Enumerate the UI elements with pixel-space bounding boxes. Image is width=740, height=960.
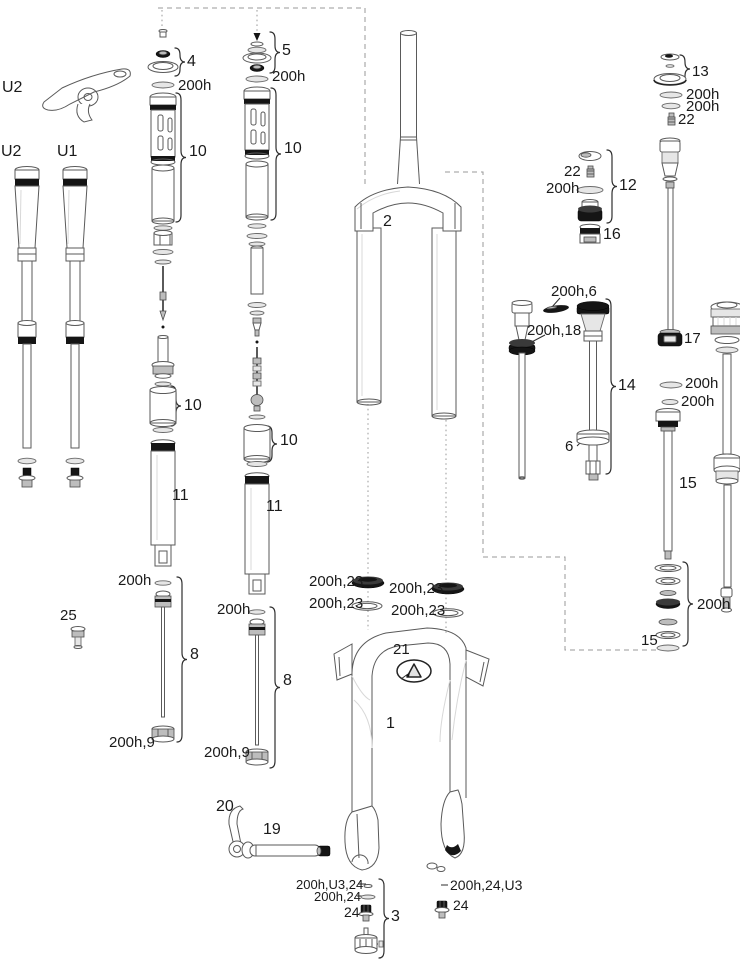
upper-assembly-u1 bbox=[62, 166, 88, 488]
label-200h18: 200h,18 bbox=[527, 322, 582, 339]
label-200h23-b2: 200h,23 bbox=[391, 602, 446, 619]
label-part10-b2: 10 bbox=[280, 432, 298, 449]
label-200h6: 200h,6 bbox=[551, 283, 597, 300]
label-200h23-b1: 200h,23 bbox=[389, 580, 444, 597]
label-part20: 20 bbox=[216, 798, 234, 815]
label-part15: 15 bbox=[679, 475, 697, 492]
leader-lines bbox=[357, 297, 587, 945]
label-part2: 2 bbox=[383, 213, 392, 230]
label-200h-r4: 200h bbox=[681, 393, 715, 410]
label-200h23-a2: 200h,23 bbox=[309, 595, 364, 612]
label-200h9-b: 200h,9 bbox=[204, 744, 250, 761]
label-u2-remote: U2 bbox=[2, 79, 23, 96]
label-part22-r: 22 bbox=[678, 111, 695, 128]
label-part3: 3 bbox=[391, 908, 400, 925]
label-part10-a2: 10 bbox=[184, 397, 202, 414]
label-200h-r1: 200h bbox=[686, 86, 720, 103]
label-part21: 21 bbox=[393, 641, 410, 658]
label-200h-r3: 200h bbox=[685, 375, 719, 392]
air-piston-assembly bbox=[508, 300, 569, 480]
air-shaft-assembly bbox=[576, 301, 610, 481]
compression-damper-column bbox=[147, 29, 179, 743]
label-part15b: 15 bbox=[641, 632, 658, 649]
label-200h24: 200h,24 bbox=[314, 889, 361, 904]
air-valve-25 bbox=[70, 626, 86, 649]
label-200h-a2: 200h bbox=[118, 572, 152, 589]
bottom-bolt-group-right bbox=[434, 900, 450, 919]
label-200hU324: 200h,U3,24 bbox=[296, 877, 364, 892]
label-part10-b: 10 bbox=[284, 140, 302, 157]
label-u1-upper: U1 bbox=[57, 143, 78, 160]
thru-axle-and-lever bbox=[228, 805, 331, 859]
remote-lockout-lever bbox=[42, 68, 131, 123]
label-u2-upper: U2 bbox=[1, 143, 22, 160]
label-part8-b: 8 bbox=[283, 672, 292, 689]
label-200h-b: 200h bbox=[272, 68, 306, 85]
label-part19: 19 bbox=[263, 821, 281, 838]
callout-dashed-lines bbox=[158, 7, 672, 651]
crown-steerer-unit bbox=[354, 30, 462, 420]
label-part11-a: 11 bbox=[172, 487, 189, 504]
top-cap-stack-12 bbox=[576, 151, 604, 244]
label-200h-b2: 200h bbox=[217, 601, 251, 618]
label-part12: 12 bbox=[619, 177, 637, 194]
assembly-direction-arrow bbox=[253, 33, 261, 41]
label-200h-r2: 200h bbox=[686, 98, 720, 115]
label-part22-m: 22 bbox=[564, 163, 581, 180]
label-part5: 5 bbox=[282, 42, 291, 59]
air-spring-assembly bbox=[710, 301, 740, 613]
rebound-damper-column bbox=[242, 41, 272, 766]
label-part10-a: 10 bbox=[189, 143, 207, 160]
label-part8-a: 8 bbox=[190, 646, 199, 663]
label-200h-a: 200h bbox=[178, 77, 212, 94]
label-200h-m: 200h bbox=[546, 180, 580, 197]
label-part13: 13 bbox=[692, 63, 709, 80]
label-part14: 14 bbox=[618, 377, 636, 394]
label-part25: 25 bbox=[60, 607, 77, 624]
label-part24-l: 24 bbox=[344, 904, 360, 920]
label-200h9-a: 200h,9 bbox=[109, 734, 155, 751]
charger-damper-assembly bbox=[653, 53, 687, 652]
upper-assembly-u2 bbox=[14, 166, 40, 488]
dust-seals-200h23 bbox=[351, 576, 465, 618]
label-200h-stack: 200h bbox=[697, 596, 731, 613]
label-part6: 6 bbox=[565, 438, 574, 455]
group-brackets bbox=[170, 31, 694, 959]
label-part24-r: 24 bbox=[453, 897, 469, 913]
label-200h24U3: 200h,24,U3 bbox=[450, 877, 523, 893]
bottom-bolt-group-left bbox=[354, 884, 384, 954]
lowers-assembly bbox=[333, 627, 490, 872]
label-part11-b: 11 bbox=[266, 498, 283, 515]
label-200h23-a1: 200h,23 bbox=[309, 573, 364, 590]
label-part17: 17 bbox=[684, 330, 701, 347]
label-part1: 1 bbox=[386, 715, 395, 732]
label-part4: 4 bbox=[187, 53, 196, 70]
label-part16: 16 bbox=[603, 226, 621, 243]
